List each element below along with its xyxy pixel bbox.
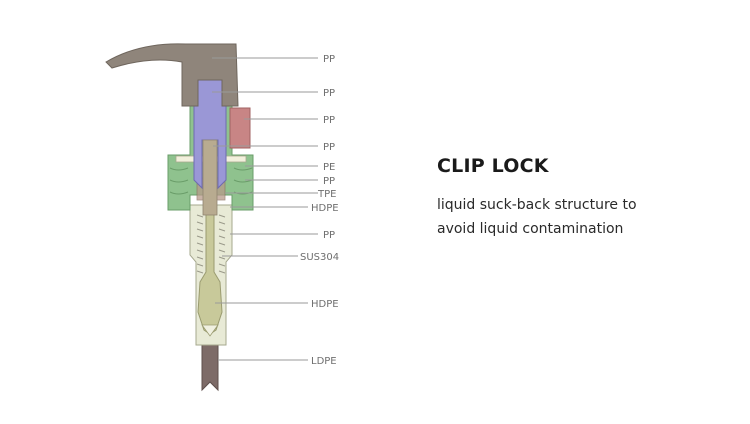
part-label: TPE (317, 189, 336, 200)
clip-lock (229, 107, 251, 149)
part-label: PP (323, 115, 335, 126)
part-label: PE (323, 162, 335, 173)
inner-tube (202, 139, 218, 216)
part-label: PP (323, 176, 335, 187)
description-line: liquid suck-back structure to (437, 197, 637, 213)
leader-lines (212, 57, 318, 361)
feature-title: CLIP LOCK (437, 155, 549, 177)
part-label: LDPE (311, 356, 337, 367)
part-label: SUS304 (300, 252, 339, 263)
actuator-head (105, 43, 239, 107)
part-label: PP (323, 54, 335, 65)
feature-description: liquid suck-back structure to avoid liqu… (437, 193, 637, 241)
part-label: PP (323, 230, 335, 241)
description-line: avoid liquid contamination (437, 221, 624, 237)
part-labels: PP PP PP PP PE PP TPE HDPE PP SUS304 HDP… (300, 54, 339, 367)
part-label: PP (323, 88, 335, 99)
valve-tip (201, 324, 219, 337)
part-label: HDPE (311, 203, 339, 214)
part-label: HDPE (311, 299, 339, 310)
spring (196, 214, 226, 274)
part-label: PP (323, 142, 335, 153)
